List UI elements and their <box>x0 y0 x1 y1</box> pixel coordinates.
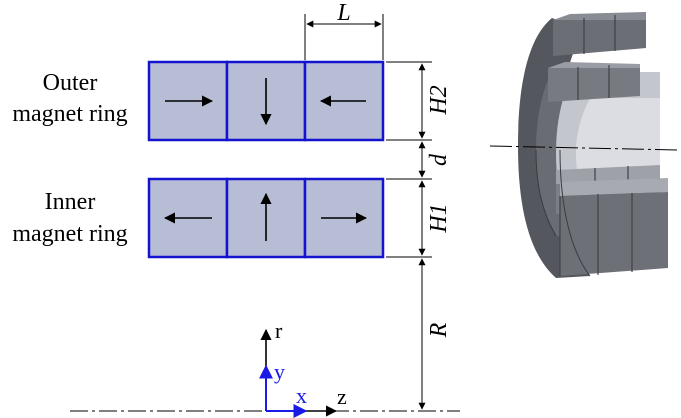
x-axis-label: x <box>296 383 307 408</box>
z-axis-label: z <box>337 384 347 409</box>
y-axis-label: y <box>274 359 285 384</box>
outer-bottom-block-face <box>560 192 668 276</box>
outer-bottom-block-top <box>560 178 668 196</box>
inner-shell <box>536 68 574 236</box>
inner-magnet-ring <box>147 177 385 259</box>
dimension-H2-label: H2 <box>426 85 452 115</box>
inner-bottom-block-top <box>556 165 660 184</box>
outer-ring-label-line2: magnet ring <box>12 101 127 127</box>
dimension-R-label: R <box>426 322 452 338</box>
outer-top-block-face <box>553 12 646 56</box>
outer-magnet-ring <box>147 60 385 142</box>
outer-top-block-top <box>553 12 646 20</box>
dimension-L: L <box>304 0 384 60</box>
inner-ring-label-line2: magnet ring <box>12 221 127 247</box>
dimension-d-label: d <box>426 153 452 166</box>
dimension-L-label: L <box>336 0 350 26</box>
inner-top-block-face <box>548 64 640 102</box>
outer-ring-label-line1: Outer <box>43 70 98 96</box>
r-axis-label: r <box>275 318 283 343</box>
inner-ring-label-line1: Inner <box>45 189 96 215</box>
magnet-ring-3d-illustration <box>518 12 668 278</box>
coordinate-axes: r z y x <box>259 318 347 418</box>
inner-top-block-top <box>548 62 640 68</box>
illustration-axis-line <box>489 145 679 151</box>
vertical-dimensions: H2 d H1 R <box>386 61 452 410</box>
dimension-H1-label: H1 <box>426 203 452 233</box>
